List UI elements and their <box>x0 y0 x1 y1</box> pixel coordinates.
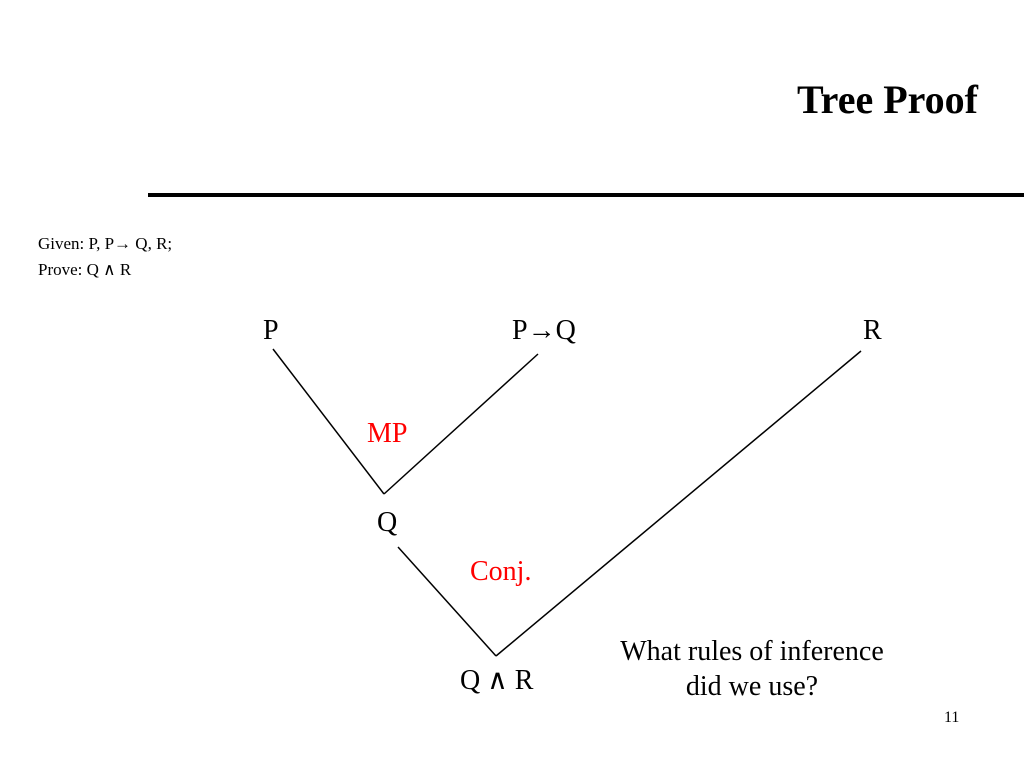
node-q: Q <box>377 507 398 538</box>
premises-block: Given: P, P→ Q, R; Prove: Q ∧ R <box>38 231 172 283</box>
question-text: What rules of inference did we use? <box>582 634 922 704</box>
question-line-1: What rules of inference <box>620 636 884 667</box>
node-p: P <box>263 315 279 346</box>
rule-label-conj: Conj. <box>470 556 532 587</box>
edge-q-to-qr <box>397 546 497 657</box>
page-number: 11 <box>944 709 960 726</box>
edge-p-to-q <box>272 348 385 495</box>
rule-label-mp: MP <box>367 418 408 449</box>
slide-title: Tree Proof <box>796 77 978 122</box>
prove-statement: Prove: Q ∧ R <box>38 260 132 279</box>
node-q-and-r: Q ∧ R <box>460 665 534 696</box>
question-line-2: did we use? <box>685 671 819 702</box>
given-statement: Given: P, P→ Q, R; <box>38 234 173 253</box>
title-underline <box>148 193 1024 197</box>
node-p-implies-q: P→Q <box>512 315 576 346</box>
node-r: R <box>863 315 882 346</box>
edge-r-to-qr <box>495 350 862 657</box>
edge-pq-to-q <box>383 353 539 495</box>
